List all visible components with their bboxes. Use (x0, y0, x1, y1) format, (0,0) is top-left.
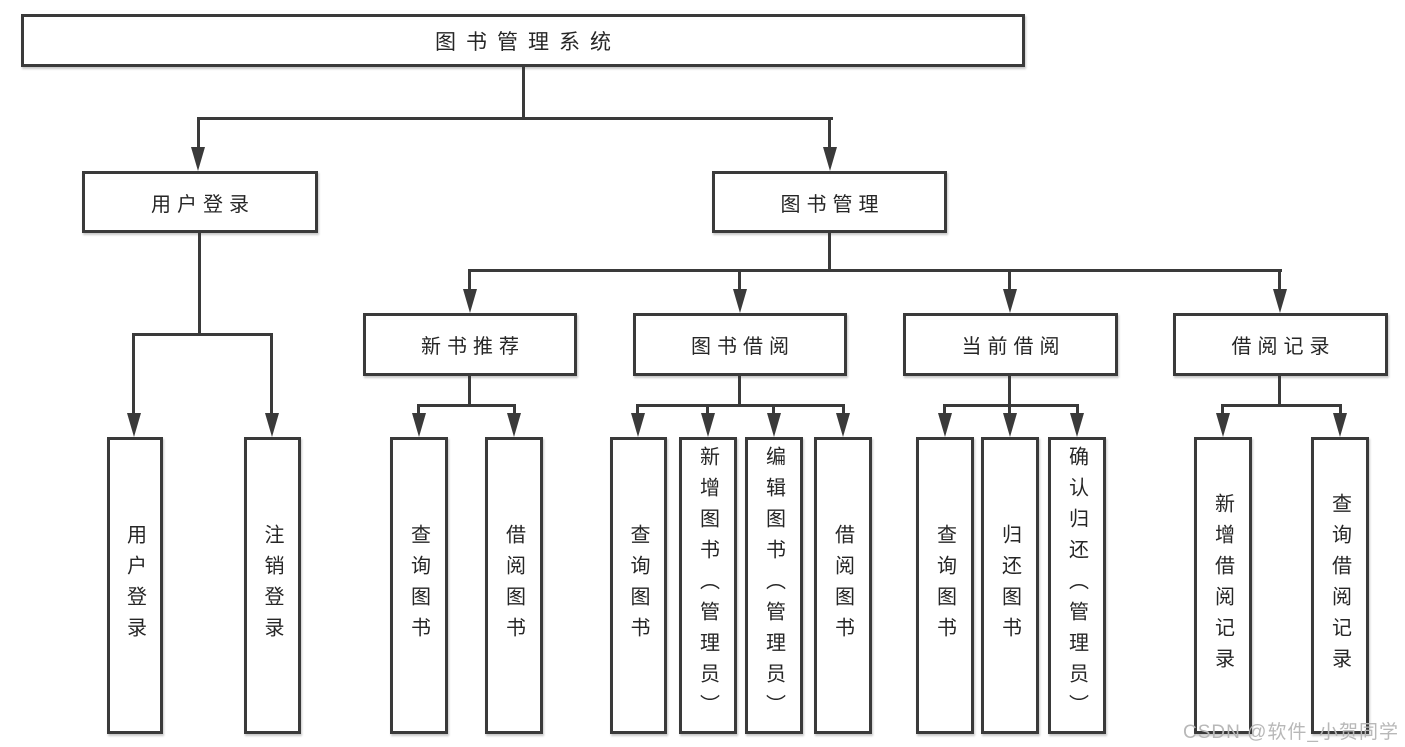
leaf-recommend-borrow-books-label: 借阅图书 (502, 523, 525, 648)
arrowhead-leaf-br-query (1333, 413, 1347, 437)
arrowhead-leaf-cb-confirm (1070, 413, 1084, 437)
node-user-login-label: 用户登录 (151, 193, 255, 216)
node-root: 图书管理系统 (21, 14, 1025, 67)
arrowhead-book-borrow (733, 289, 747, 313)
leaf-records-query-record-label: 查询借阅记录 (1328, 492, 1351, 679)
node-book-borrow: 图书借阅 (633, 313, 847, 376)
connector-leaf-bb-query-shaft (636, 404, 639, 416)
leaf-borrow-borrow-books: 借阅图书 (814, 437, 872, 734)
arrowhead-leaf-rec-query (412, 413, 426, 437)
connector-user-login-bus (132, 333, 273, 336)
connector-new-book-recommend-drop (468, 376, 471, 407)
node-new-book-recommend: 新书推荐 (363, 313, 577, 376)
connector-leaf-cb-confirm-shaft (1076, 404, 1079, 416)
connector-user-login-shaft (197, 117, 200, 150)
connector-level2-bus (197, 117, 833, 120)
connector-leaf-br-add-shaft (1221, 404, 1224, 416)
connector-leaf-rec-query-shaft (417, 404, 420, 416)
connector-borrow-records-bus (1221, 404, 1342, 407)
connector-user-login-drop (198, 233, 201, 336)
connector-new-book-recommend-shaft (468, 269, 471, 292)
arrowhead-leaf-br-add (1216, 413, 1230, 437)
leaf-records-add-record: 新增借阅记录 (1194, 437, 1252, 734)
node-book-borrow-label: 图书借阅 (691, 336, 795, 358)
connector-leaf-cb-query-shaft (943, 404, 946, 416)
leaf-borrow-edit-books-label: 编辑图书（管理员） (762, 446, 785, 725)
arrowhead-leaf-bb-edit (767, 413, 781, 437)
connector-current-borrow-bus (943, 404, 1079, 407)
leaf-records-query-record: 查询借阅记录 (1311, 437, 1369, 734)
connector-leaf-rec-borrow-shaft (513, 404, 516, 416)
node-new-book-recommend-label: 新书推荐 (421, 336, 525, 358)
connector-leaf-logout-shaft (270, 333, 273, 416)
leaf-borrow-query-books-label: 查询图书 (627, 523, 649, 648)
connector-new-book-recommend-bus (417, 404, 516, 407)
connector-book-borrow-shaft (738, 269, 741, 292)
arrowhead-new-book-recommend (463, 289, 477, 313)
node-user-login: 用户登录 (82, 171, 318, 233)
node-book-management: 图书管理 (712, 171, 947, 233)
arrowhead-leaf-user-login (127, 413, 141, 437)
leaf-recommend-borrow-books: 借阅图书 (485, 437, 543, 734)
arrowhead-book-management (823, 147, 837, 171)
leaf-current-query-books-label: 查询图书 (933, 523, 956, 648)
leaf-borrow-add-books-label: 新增图书（管理员） (696, 446, 719, 725)
connector-leaf-bb-add-shaft (706, 404, 709, 416)
leaf-borrow-edit-books: 编辑图书（管理员） (745, 437, 803, 734)
connector-book-management-drop (828, 233, 831, 272)
arrowhead-user-login (191, 147, 205, 171)
arrowhead-current-borrow (1003, 289, 1017, 313)
connector-leaf-bb-edit-shaft (772, 404, 775, 416)
node-borrow-records-label: 借阅记录 (1231, 336, 1336, 358)
connector-borrow-records-drop (1278, 376, 1281, 407)
leaf-recommend-query-books-label: 查询图书 (407, 523, 430, 648)
leaf-current-confirm-return-label: 确认归还（管理员） (1065, 446, 1088, 725)
leaf-user-login-label: 用户登录 (123, 523, 146, 648)
connector-book-borrow-drop (738, 376, 741, 407)
arrowhead-leaf-bb-add (701, 413, 715, 437)
csdn-watermark: CSDN @软件_小贺同学 (1183, 722, 1399, 743)
connector-current-borrow-shaft (1008, 269, 1011, 292)
node-current-borrow: 当前借阅 (903, 313, 1118, 376)
leaf-borrow-query-books: 查询图书 (610, 437, 667, 734)
leaf-current-query-books: 查询图书 (916, 437, 974, 734)
arrowhead-leaf-cb-query (938, 413, 952, 437)
leaf-borrow-add-books: 新增图书（管理员） (679, 437, 737, 734)
leaf-current-return-books-label: 归还图书 (998, 523, 1021, 648)
connector-leaf-bb-borrow-shaft (842, 404, 845, 416)
leaf-current-confirm-return: 确认归还（管理员） (1048, 437, 1106, 734)
leaf-current-return-books: 归还图书 (981, 437, 1039, 734)
connector-current-borrow-drop (1008, 376, 1011, 407)
connector-leaf-br-query-shaft (1339, 404, 1342, 416)
node-borrow-records: 借阅记录 (1173, 313, 1388, 376)
connector-leaf-cb-return-shaft (1008, 404, 1011, 416)
leaf-records-add-record-label: 新增借阅记录 (1211, 492, 1234, 679)
leaf-logout: 注销登录 (244, 437, 301, 734)
connector-borrow-records-shaft (1278, 269, 1281, 292)
arrowhead-leaf-cb-return (1003, 413, 1017, 437)
arrowhead-leaf-logout (265, 413, 279, 437)
arrowhead-leaf-bb-query (631, 413, 645, 437)
connector-level3-bus (468, 269, 1282, 272)
node-root-label: 图书管理系统 (435, 30, 621, 54)
node-current-borrow-label: 当前借阅 (961, 336, 1066, 358)
leaf-user-login: 用户登录 (107, 437, 163, 734)
connector-leaf-user-login-shaft (132, 333, 135, 416)
connector-book-management-shaft (828, 117, 831, 150)
leaf-borrow-borrow-books-label: 借阅图书 (831, 523, 854, 648)
connector-root-drop (522, 66, 525, 120)
leaf-logout-label: 注销登录 (261, 523, 283, 648)
arrowhead-leaf-bb-borrow (836, 413, 850, 437)
node-book-management-label: 图书管理 (780, 193, 885, 216)
connector-book-borrow-bus (636, 404, 845, 407)
arrowhead-borrow-records (1273, 289, 1287, 313)
leaf-recommend-query-books: 查询图书 (390, 437, 448, 734)
arrowhead-leaf-rec-borrow (507, 413, 521, 437)
